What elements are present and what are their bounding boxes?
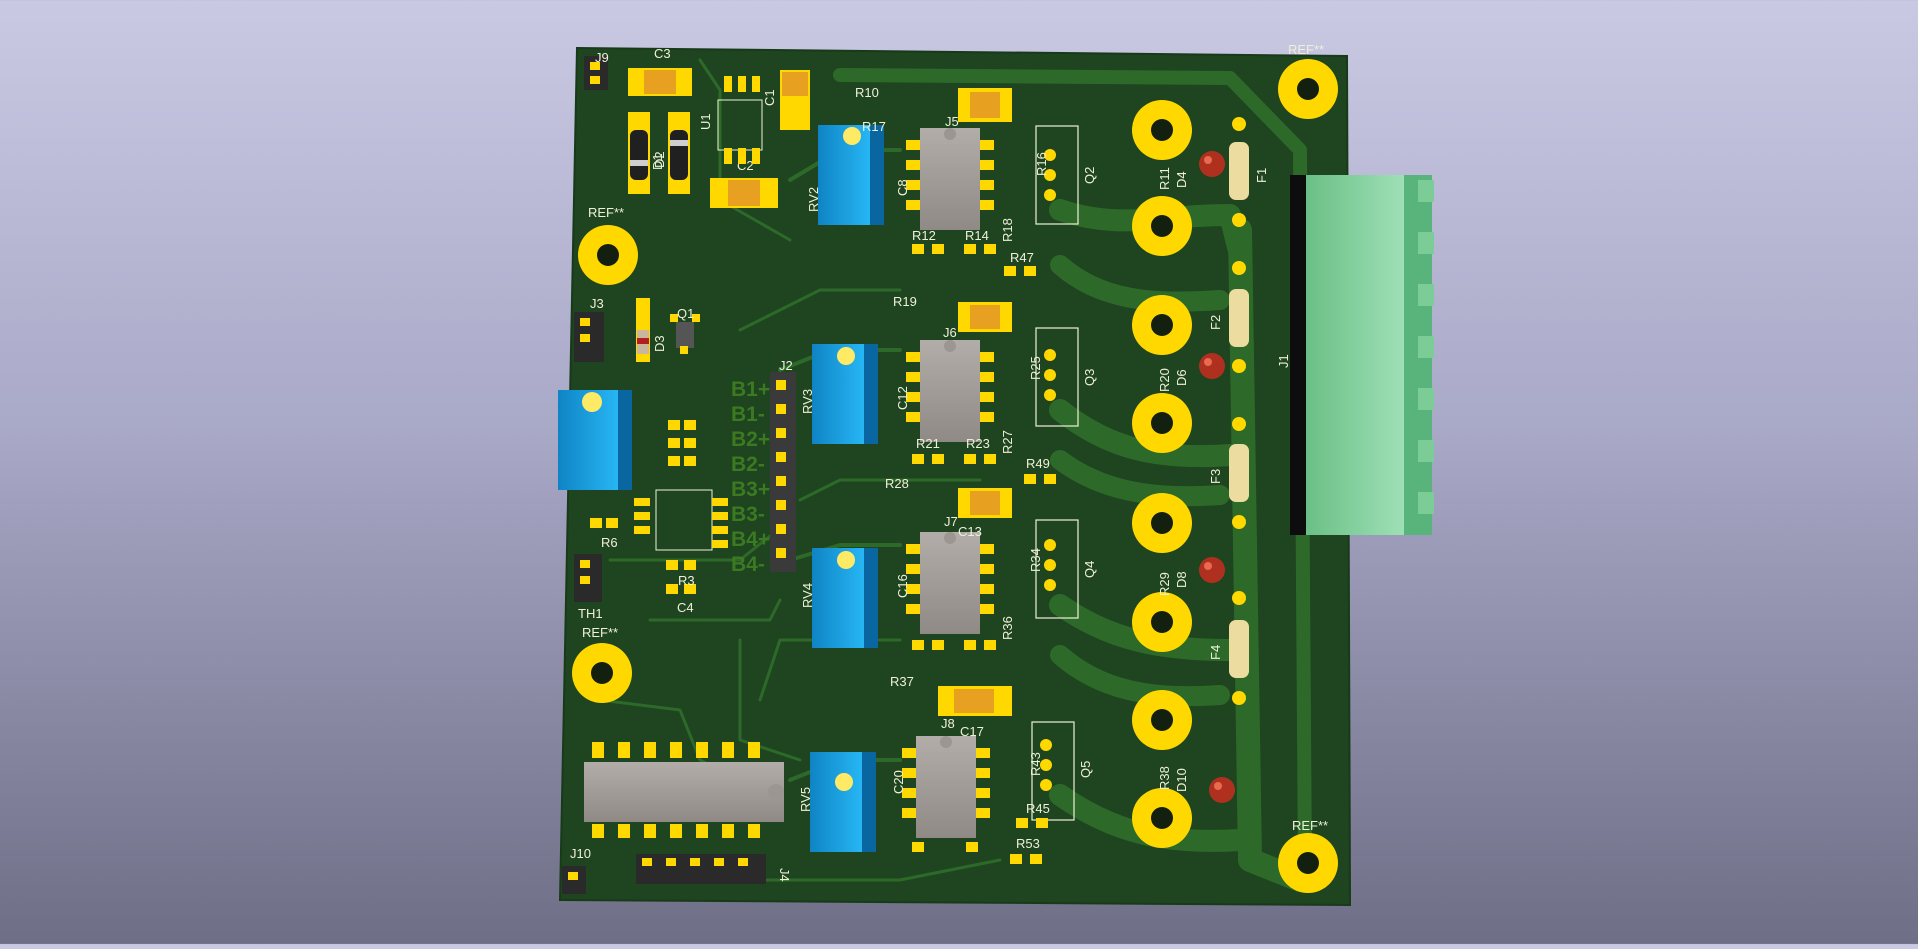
- trimmer-label: RV3: [800, 389, 815, 414]
- connector-label: J9: [595, 50, 609, 65]
- mosfet-label: Q5: [1078, 761, 1093, 778]
- diode-label: D1: [650, 153, 665, 170]
- mosfet-label: Q4: [1082, 561, 1097, 578]
- connector-label: J4: [777, 868, 792, 882]
- fuses: F1 F2 F3 F4: [1208, 117, 1269, 705]
- led-label: D10: [1174, 768, 1189, 792]
- resistor-label: R25: [1028, 356, 1043, 380]
- capacitor-label: C20: [891, 770, 906, 794]
- bus-label: B1-: [731, 403, 765, 426]
- capacitor-label: C4: [677, 600, 694, 615]
- capacitor-label: C12: [895, 386, 910, 410]
- ref-label: REF**: [1288, 42, 1324, 57]
- transistor-label: Q1: [677, 306, 694, 321]
- resistor-label: R27: [1000, 430, 1015, 454]
- bus-label: B2+: [731, 428, 770, 451]
- resistor-label: R28: [885, 476, 909, 491]
- aux-section: R6 R3 C4: [558, 390, 728, 615]
- resistor-label: R6: [601, 535, 618, 550]
- capacitor-label: C17: [960, 724, 984, 739]
- resistor-label: R43: [1028, 752, 1043, 776]
- led-resistor-label: R29: [1157, 572, 1172, 596]
- status-leds: R11 D4 R20 D6 R29 D8 R38 D10: [1157, 151, 1235, 803]
- channel-1: J5 RV2 R10 R17 C8 R12 R14 R18 R47: [806, 85, 1036, 276]
- fuse-label: F3: [1208, 469, 1223, 484]
- ref-label: REF**: [1292, 818, 1328, 833]
- resistor-label: R36: [1000, 616, 1015, 640]
- capacitor-label: C13: [958, 524, 982, 539]
- trimmer-label: RV2: [806, 187, 821, 212]
- channel-4: J8 RV5 R37 C17 C20 R45 R53: [798, 674, 1050, 864]
- channel-3: J7 RV4 R28 C13 C16 R36: [800, 476, 1015, 650]
- resistor-label: R34: [1028, 548, 1043, 572]
- resistor-label: R19: [893, 294, 917, 309]
- capacitor-label: C1: [762, 89, 777, 106]
- connector-label: J3: [590, 296, 604, 311]
- led-resistor-label: R20: [1157, 368, 1172, 392]
- terminal-block-j1: J1: [1276, 175, 1434, 535]
- ic-label: J5: [945, 114, 959, 129]
- resistor-label: R18: [1000, 218, 1015, 242]
- power-section: C3 C1 C2 U1 D1 D2 D3 Q1: [628, 46, 810, 362]
- diode-label: D3: [652, 335, 667, 352]
- resistor-label: R45: [1026, 801, 1050, 816]
- resistor-label: R16: [1034, 152, 1049, 176]
- ic-label: J6: [943, 325, 957, 340]
- bus-labels: B1+ B1- B2+ B2- B3+ B3- B4+ B4-: [731, 378, 770, 576]
- connector-label: TH1: [578, 606, 603, 621]
- fuse-label: F2: [1208, 315, 1223, 330]
- capacitor-label: C16: [895, 574, 910, 598]
- ic-label: U1: [698, 113, 713, 130]
- bus-label: B3+: [731, 478, 770, 501]
- resistor-label: R17: [862, 119, 886, 134]
- ref-label: REF**: [588, 205, 624, 220]
- j1-label: J1: [1276, 354, 1291, 368]
- resistor-label: R10: [855, 85, 879, 100]
- resistor-label: R3: [678, 573, 695, 588]
- resistor-label: R23: [966, 436, 990, 451]
- trimmer-label: RV5: [798, 787, 813, 812]
- led-label: D4: [1174, 171, 1189, 188]
- fuse-label: F4: [1208, 645, 1223, 660]
- bus-label: B3-: [731, 503, 765, 526]
- bus-label: B4-: [731, 553, 765, 576]
- connector-label: J2: [779, 358, 793, 373]
- resistor-label: R12: [912, 228, 936, 243]
- resistor-label: R21: [916, 436, 940, 451]
- resistor-label: R14: [965, 228, 989, 243]
- led-resistor-label: R11: [1157, 167, 1172, 190]
- channel-2: J6 RV3 R19 C12 R21 R23 R27 R49: [800, 294, 1056, 484]
- resistor-label: R37: [890, 674, 914, 689]
- power-pads: [1132, 100, 1192, 848]
- ref-label: REF**: [582, 625, 618, 640]
- bus-label: B4+: [731, 528, 770, 551]
- led-label: D8: [1174, 571, 1189, 588]
- trimmer-label: RV4: [800, 583, 815, 608]
- led-label: D6: [1174, 369, 1189, 386]
- resistor-label: R47: [1010, 250, 1034, 265]
- fuse-label: F1: [1254, 168, 1269, 183]
- connectors: J9 J3 TH1 J2 J4 J10: [562, 50, 796, 894]
- mosfets: Q2 R16 Q3 R25 Q4 R34 Q5 R43: [1028, 125, 1097, 821]
- mosfet-label: Q2: [1082, 167, 1097, 184]
- diode-label: D2: [652, 151, 667, 168]
- mosfet-label: Q3: [1082, 369, 1097, 386]
- capacitor-label: C8: [895, 179, 910, 196]
- ic-label: J7: [944, 514, 958, 529]
- resistor-label: R49: [1026, 456, 1050, 471]
- connector-label: J10: [570, 846, 591, 861]
- bus-label: B2-: [731, 453, 765, 476]
- mounting-holes: REF** REF** REF** REF**: [572, 42, 1338, 893]
- bus-label: B1+: [731, 378, 770, 401]
- ic-label: J8: [941, 716, 955, 731]
- resistor-label: R53: [1016, 836, 1040, 851]
- led-resistor-label: R38: [1157, 766, 1172, 790]
- capacitor-label: C3: [654, 46, 671, 61]
